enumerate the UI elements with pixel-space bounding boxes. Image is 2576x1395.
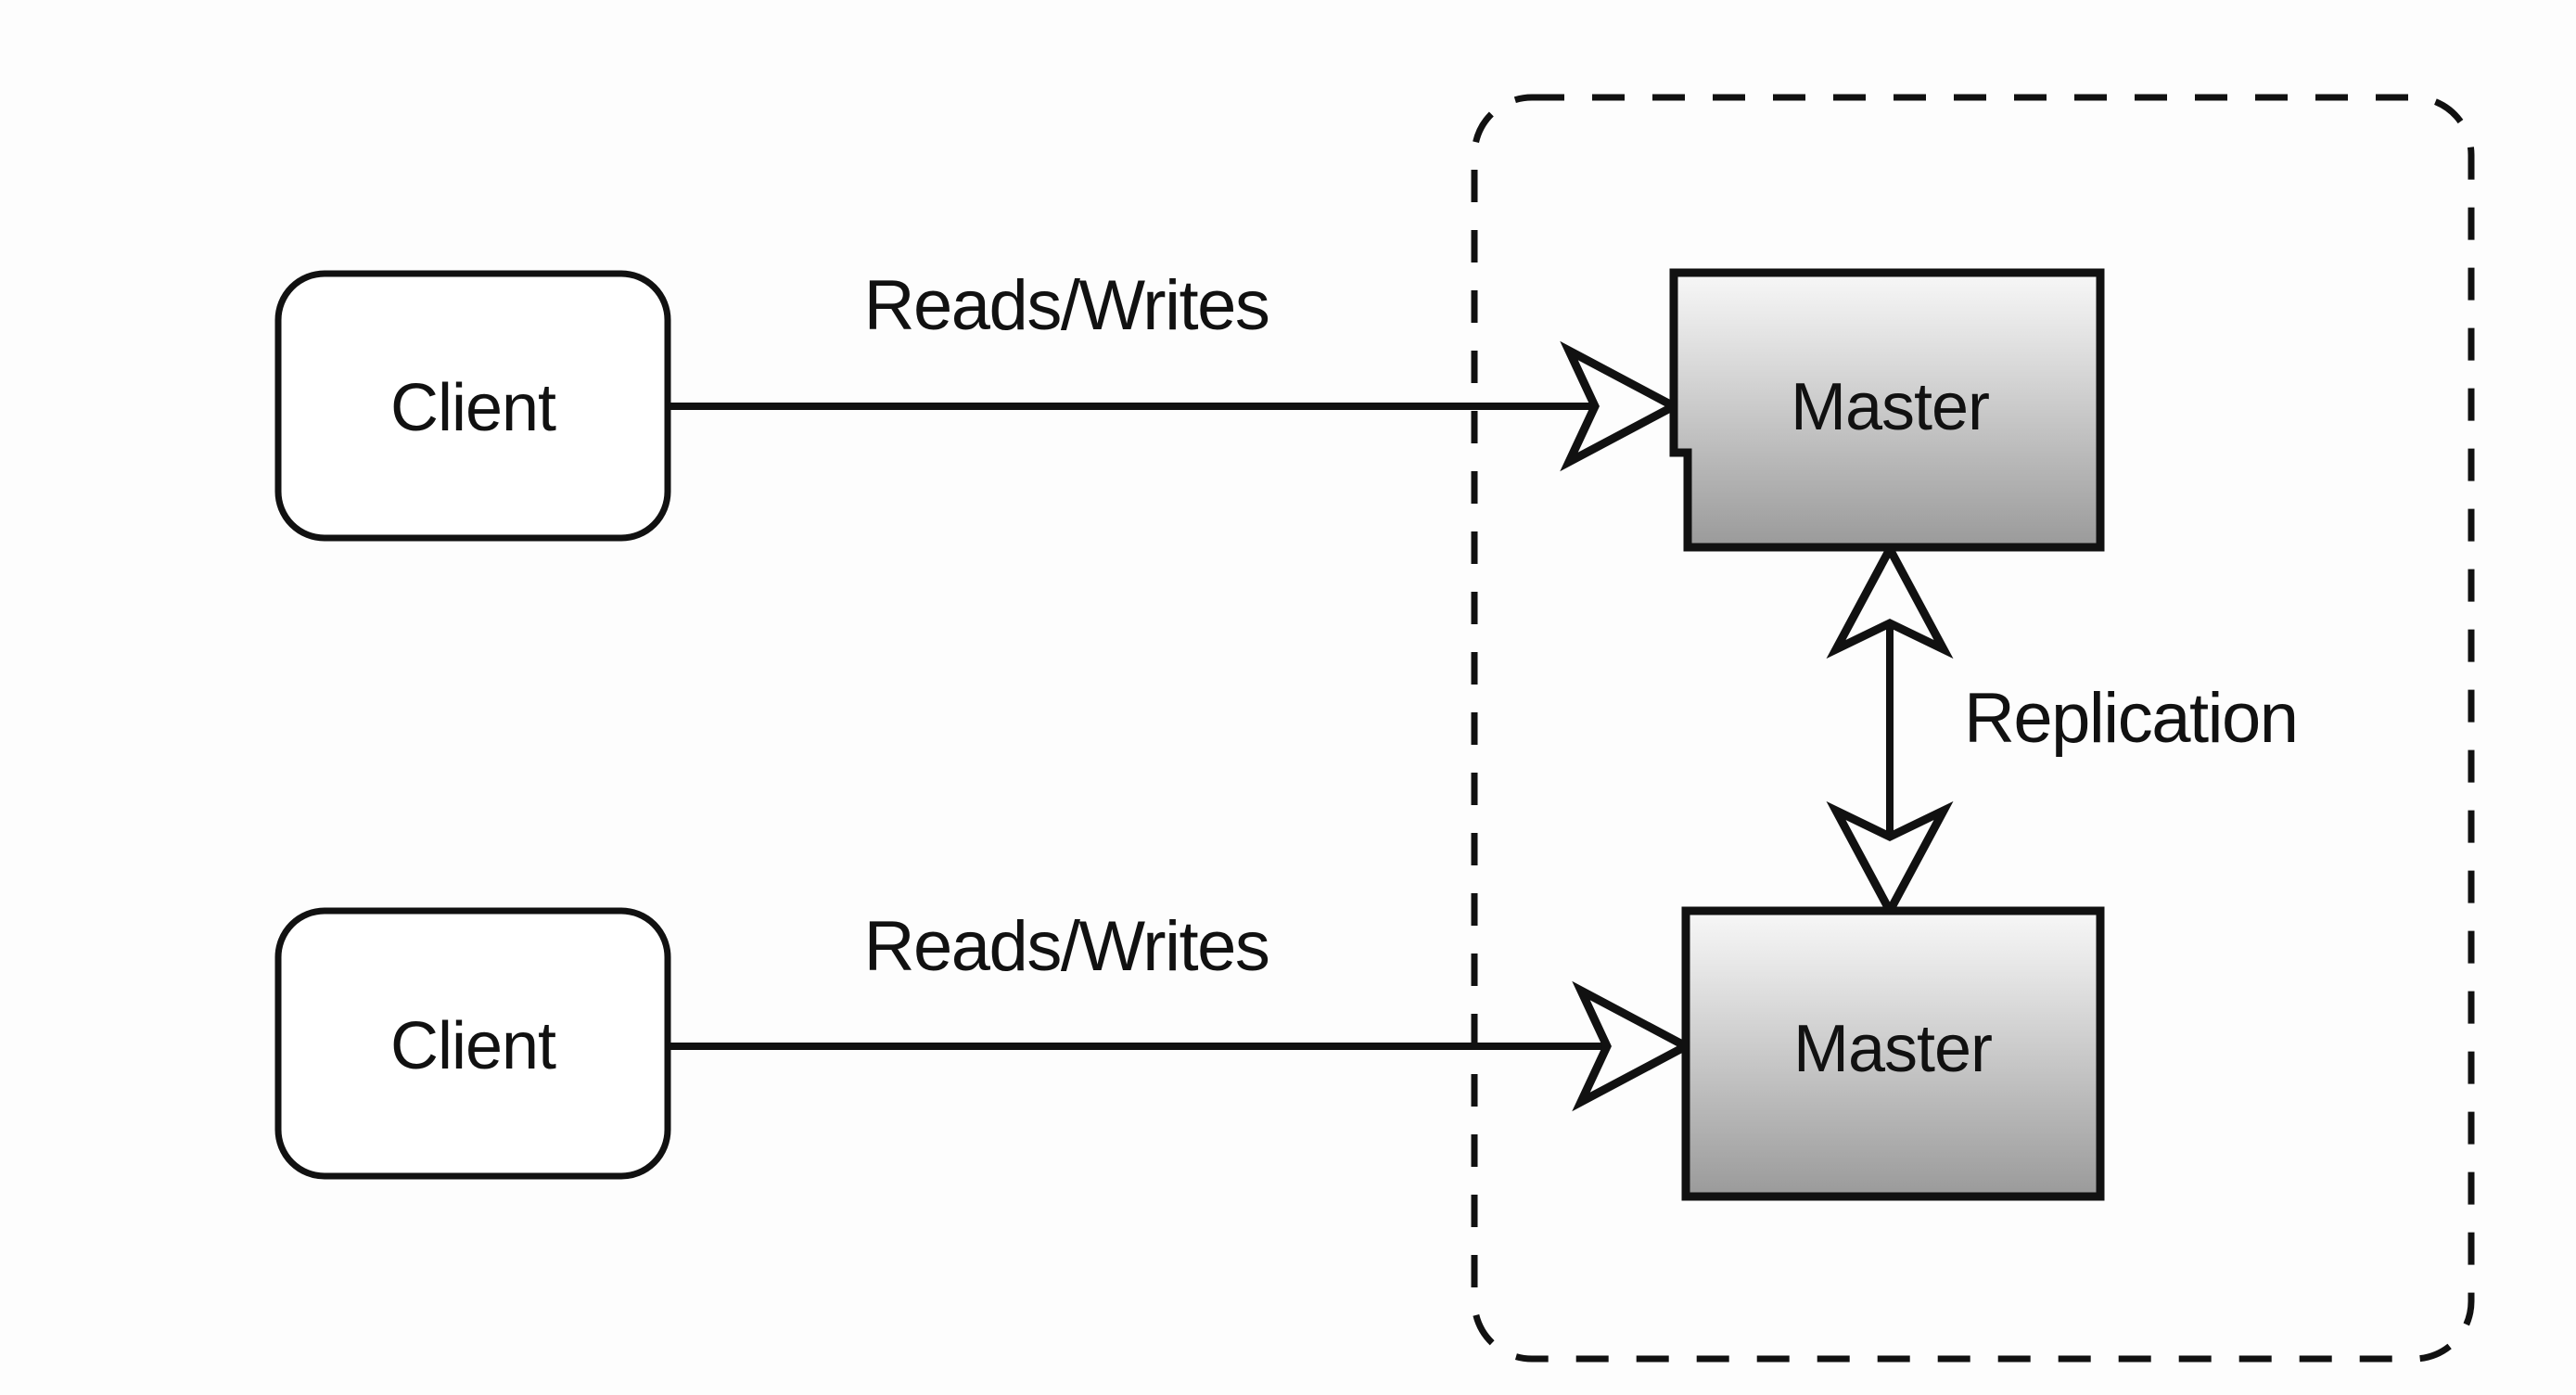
edge-reads-writes-top-label: Reads/Writes: [864, 266, 1269, 345]
node-master-bottom-shape[interactable]: [1681, 906, 2105, 1201]
edge-reads-writes-bottom-arrowhead: [1572, 980, 1695, 1112]
datacenter-group-border: [1471, 94, 2475, 1363]
node-master-bottom-label: Master: [1793, 1012, 1992, 1086]
node-client-bottom-shape[interactable]: [274, 907, 671, 1180]
edge-reads-writes-top-arrowhead: [1560, 340, 1683, 472]
edge-replication-label: Replication: [1964, 679, 2298, 758]
node-master-top[interactable]: Master: [1669, 268, 2105, 552]
edge-reads-writes-bottom-label: Reads/Writes: [864, 907, 1269, 986]
node-client-top-label: Client: [390, 371, 556, 445]
edge-reads-writes-top: Reads/Writes: [668, 266, 1683, 472]
node-master-bottom[interactable]: Master: [1681, 906, 2105, 1201]
node-client-top-shape[interactable]: [274, 270, 671, 542]
datacenter-group: [1471, 94, 2475, 1363]
node-client-top[interactable]: Client: [274, 270, 671, 542]
edge-reads-writes-bottom: Reads/Writes: [668, 907, 1695, 1112]
node-client-bottom[interactable]: Client: [274, 907, 671, 1180]
edge-replication: Replication: [1826, 540, 2299, 920]
node-master-top-shape[interactable]: [1669, 268, 2105, 552]
edge-replication-arrowhead-up: [1826, 540, 1954, 659]
edge-replication-arrowhead-down: [1826, 800, 1954, 920]
node-master-top-label: Master: [1791, 370, 1989, 444]
node-client-bottom-label: Client: [390, 1009, 556, 1083]
